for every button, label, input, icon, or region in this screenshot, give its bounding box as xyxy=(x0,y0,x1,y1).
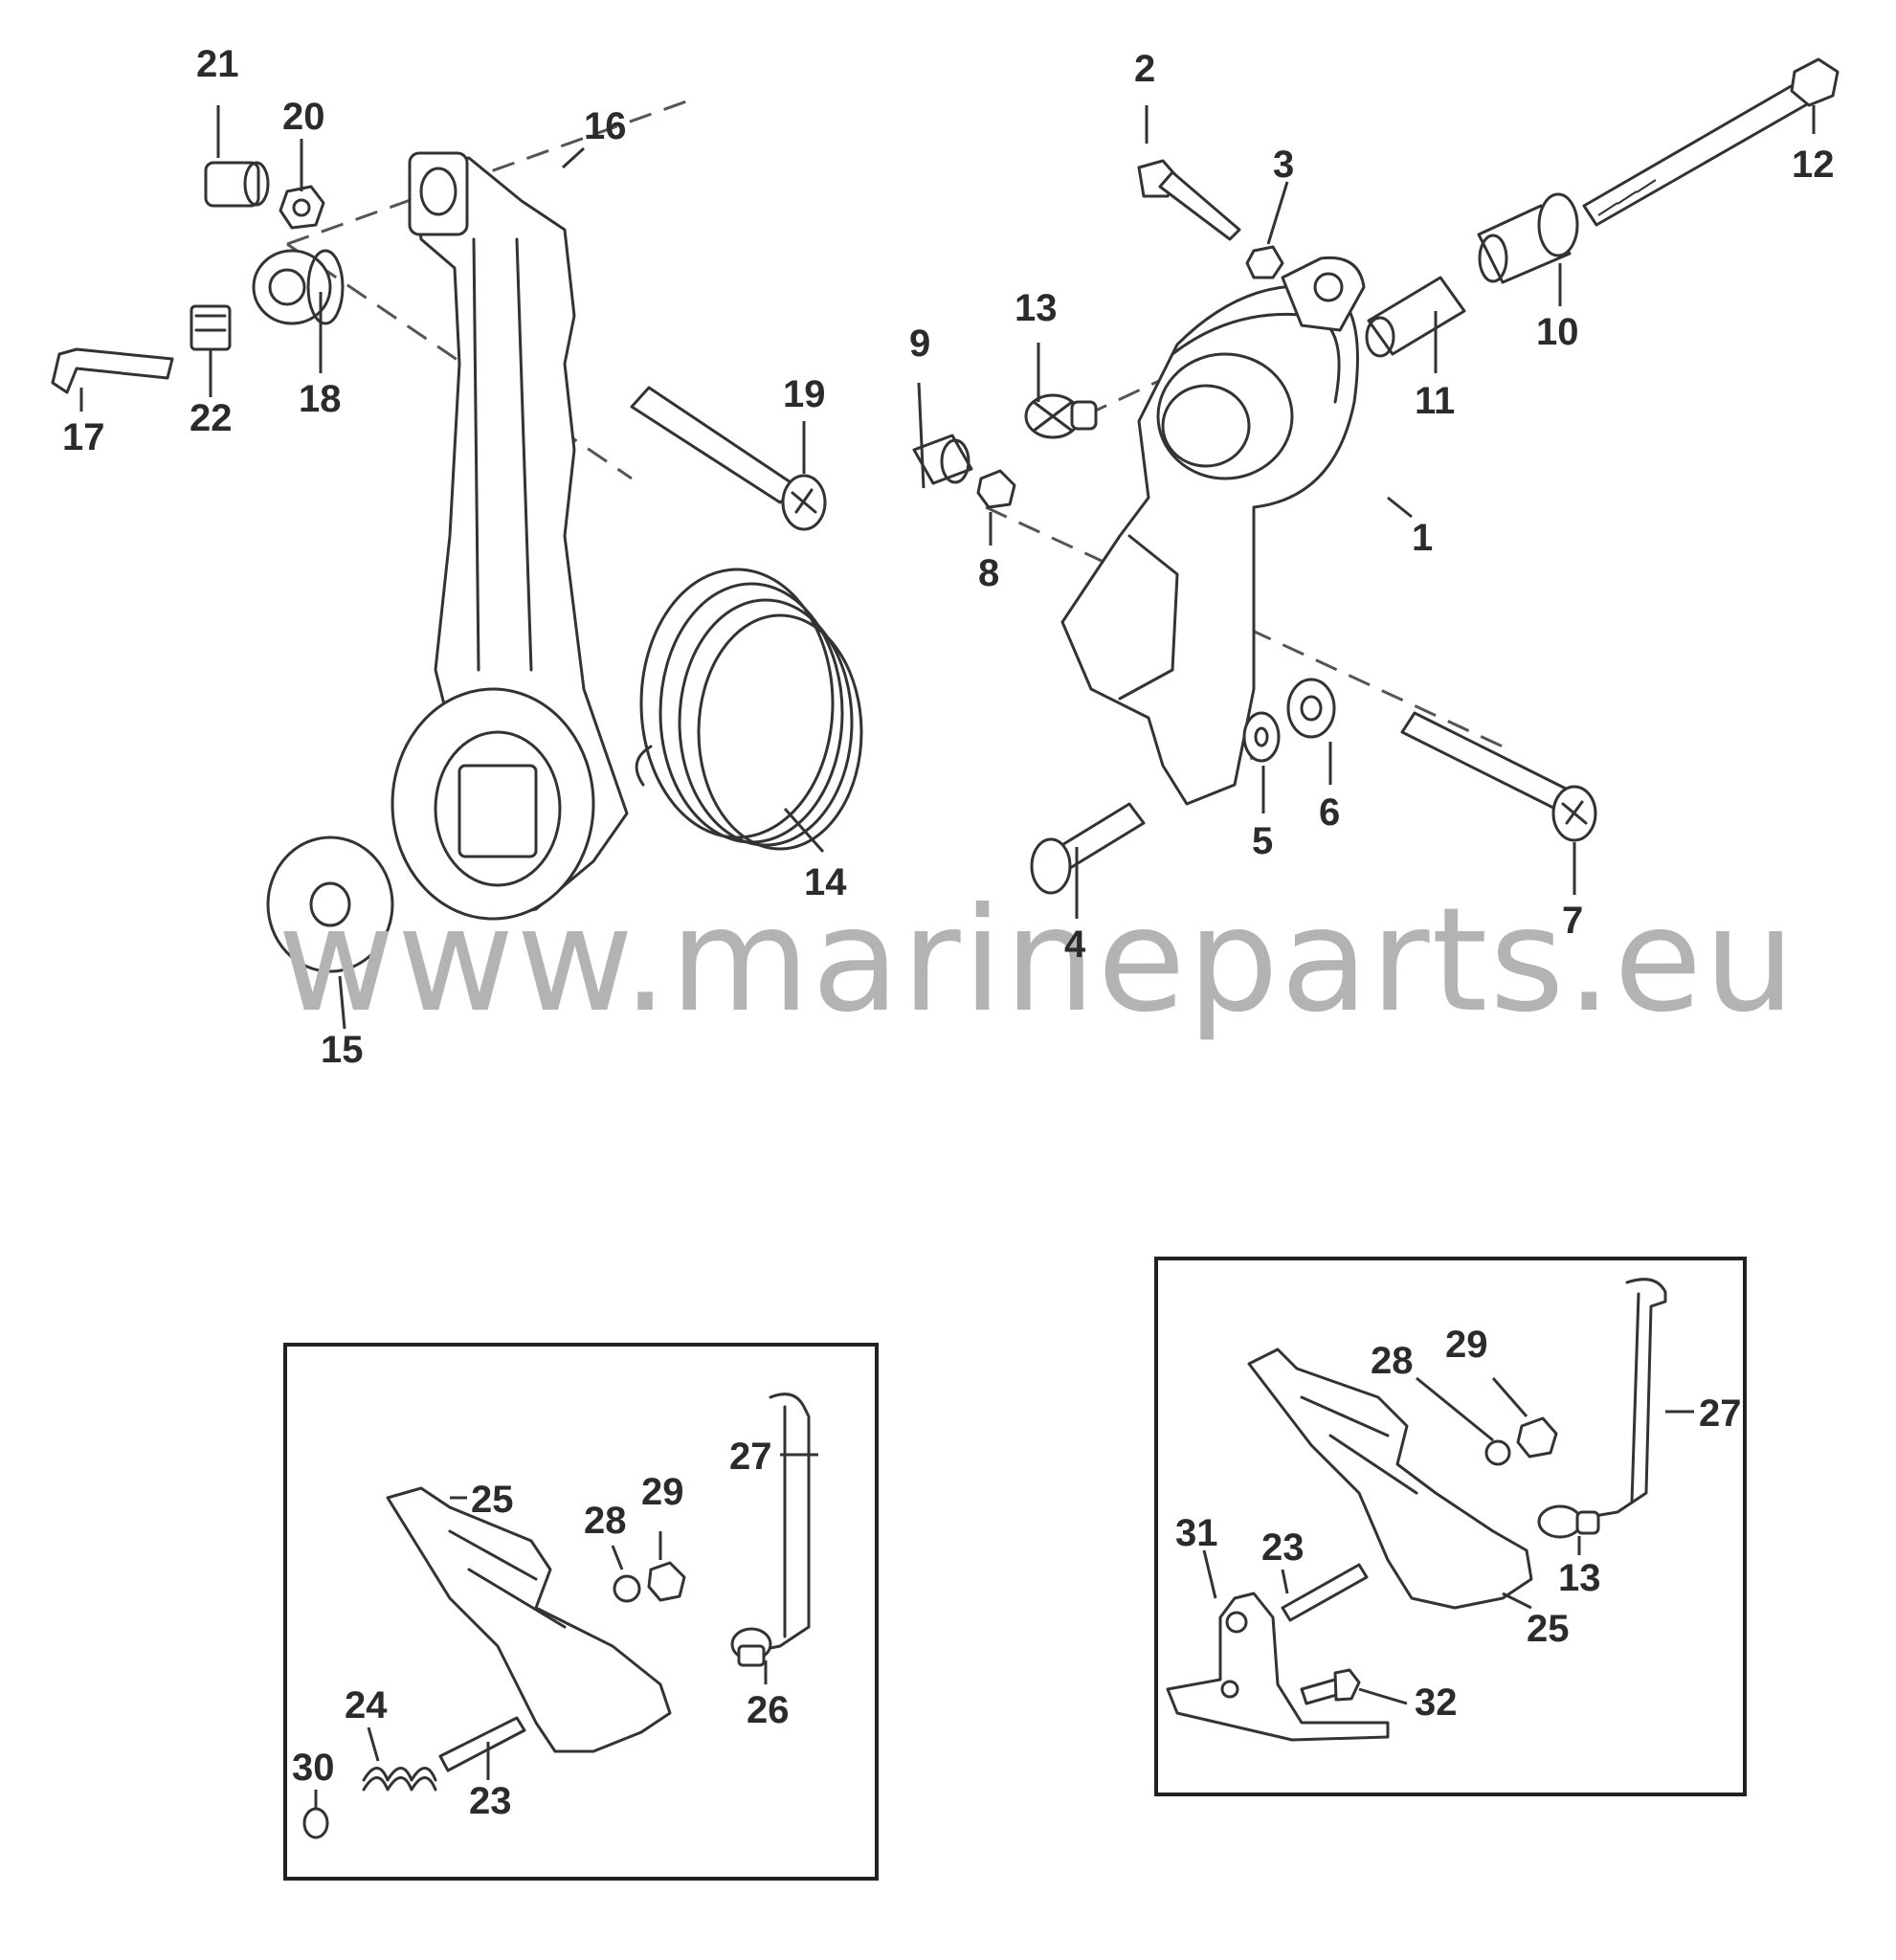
part-4-pin xyxy=(1030,802,1146,895)
inset-left-callout-29: 29 xyxy=(641,1471,684,1513)
inset-left-part-30 xyxy=(302,1807,329,1839)
part-20-nut xyxy=(279,185,325,230)
inset-right-callout-23: 23 xyxy=(1261,1526,1305,1569)
callout-8: 8 xyxy=(978,552,999,594)
inset-right-part-23 xyxy=(1281,1563,1369,1622)
callout-10: 10 xyxy=(1536,311,1579,353)
part-10-bushing xyxy=(1477,192,1579,284)
inset-right-part-25 xyxy=(1247,1348,1533,1610)
part-5-washer xyxy=(1242,711,1281,763)
part-22-clip xyxy=(190,304,232,351)
inset-right-part-13 xyxy=(1537,1504,1600,1539)
callout-1: 1 xyxy=(1412,517,1433,559)
part-19-bolt xyxy=(630,386,827,531)
part-16-lever-boss xyxy=(408,151,469,236)
inset-left-part-24 xyxy=(362,1767,437,1792)
part-8-nut xyxy=(976,469,1016,509)
callout-22: 22 xyxy=(190,397,233,439)
part-3-nut xyxy=(1245,245,1284,279)
part-17-rod xyxy=(51,347,174,394)
part-12-bolt xyxy=(1582,57,1840,227)
callout-17: 17 xyxy=(62,416,105,458)
callout-11: 11 xyxy=(1415,380,1455,422)
callout-15: 15 xyxy=(321,1029,364,1071)
part-15-washer xyxy=(266,835,394,973)
callout-20: 20 xyxy=(282,96,325,138)
inset-left-callout-26: 26 xyxy=(747,1689,790,1731)
callout-7: 7 xyxy=(1562,900,1583,942)
inset-right-callout-29: 29 xyxy=(1445,1324,1488,1366)
callout-13: 13 xyxy=(1015,287,1058,329)
inset-right-callout-28: 28 xyxy=(1371,1340,1414,1382)
inset-left-callout-28: 28 xyxy=(584,1500,627,1542)
callout-21: 21 xyxy=(196,43,239,85)
inset-left-part-29 xyxy=(647,1561,686,1602)
inset-right-callout-32: 32 xyxy=(1415,1682,1458,1724)
inset-right-part-29 xyxy=(1516,1416,1558,1459)
inset-left-callout-23: 23 xyxy=(469,1780,512,1822)
part-18-nut xyxy=(252,249,345,325)
part-13-fitting xyxy=(1024,393,1098,439)
callout-4: 4 xyxy=(1064,924,1086,966)
callout-3: 3 xyxy=(1273,144,1294,186)
inset-right-part-27 xyxy=(1587,1278,1667,1519)
callout-2: 2 xyxy=(1134,48,1155,90)
part-9-bushing xyxy=(912,434,973,485)
part-7-bolt xyxy=(1400,711,1597,842)
inset-right-part-28 xyxy=(1484,1439,1511,1466)
inset-left xyxy=(283,1343,879,1881)
callout-labels: 1 2 3 4 5 6 7 8 9 10 11 12 13 14 15 16 1… xyxy=(62,43,1835,1822)
watermark-text: www.marineparts.eu xyxy=(278,878,1797,1044)
part-14-spring xyxy=(635,568,863,851)
callout-19: 19 xyxy=(783,373,826,415)
part-6-nut xyxy=(1286,678,1336,739)
inset-left-callout-24: 24 xyxy=(345,1684,388,1726)
callout-14: 14 xyxy=(804,861,847,903)
inset-left-callout-27: 27 xyxy=(729,1436,772,1478)
callout-6: 6 xyxy=(1319,791,1340,834)
callout-12: 12 xyxy=(1792,144,1835,186)
inset-left-part-23 xyxy=(438,1716,526,1772)
inset-right xyxy=(1154,1257,1747,1796)
inset-left-part-28 xyxy=(613,1574,641,1603)
leader-lines xyxy=(79,105,1816,1809)
part-2-screw xyxy=(1137,159,1241,241)
inset-left-part-25 xyxy=(386,1486,672,1753)
inset-right-callout-31: 31 xyxy=(1175,1512,1218,1554)
callout-5: 5 xyxy=(1252,820,1273,862)
inset-right-callout-27: 27 xyxy=(1699,1392,1742,1435)
callout-9: 9 xyxy=(909,323,930,365)
inset-left-callout-30: 30 xyxy=(292,1747,335,1789)
left-lever-assembly xyxy=(51,99,863,973)
inset-right-part-32 xyxy=(1300,1668,1361,1705)
inset-left-callout-25: 25 xyxy=(471,1479,514,1521)
inset-right-callout-13: 13 xyxy=(1558,1557,1601,1599)
right-cam-assembly xyxy=(912,57,1840,895)
inset-right-callout-25: 25 xyxy=(1527,1608,1570,1650)
callout-18: 18 xyxy=(299,378,342,420)
part-11-sleeve xyxy=(1365,276,1466,358)
callout-16: 16 xyxy=(584,105,627,147)
inset-left-part-26 xyxy=(730,1627,772,1667)
part-21-bushing xyxy=(204,161,270,208)
inset-right-part-31 xyxy=(1166,1592,1390,1742)
